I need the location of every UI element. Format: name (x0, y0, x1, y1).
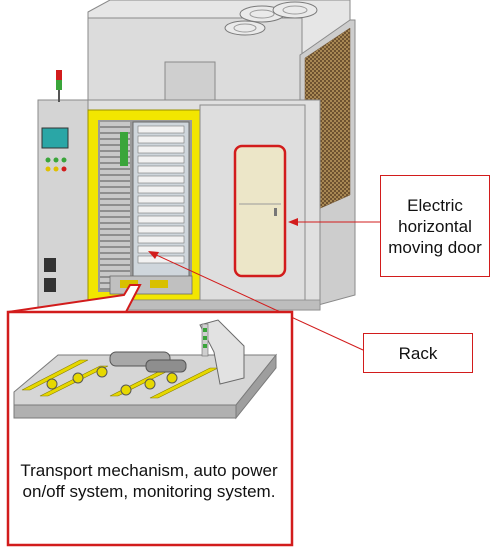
control-screen (41, 127, 69, 149)
rack (132, 121, 190, 283)
power-sockets (44, 258, 56, 292)
detail-zoom-connector (7, 284, 142, 313)
transport-mechanism-illustration (13, 319, 278, 420)
door-leader-line (288, 218, 380, 226)
sliding-door (233, 144, 287, 278)
detail-caption: Transport mechanism, auto power on/off s… (20, 461, 278, 501)
rack-leader-line (148, 251, 364, 351)
cabinet (37, 0, 356, 311)
signal-tower (56, 70, 62, 102)
fan-unit (224, 1, 318, 36)
callout-door-label: Electric horizontal moving door (388, 195, 482, 257)
callout-door: Electric horizontal moving door (380, 175, 490, 277)
callout-rack: Rack (363, 333, 473, 373)
detail-box (6, 310, 294, 547)
control-buttons (45, 157, 67, 172)
callout-rack-label: Rack (398, 343, 438, 363)
